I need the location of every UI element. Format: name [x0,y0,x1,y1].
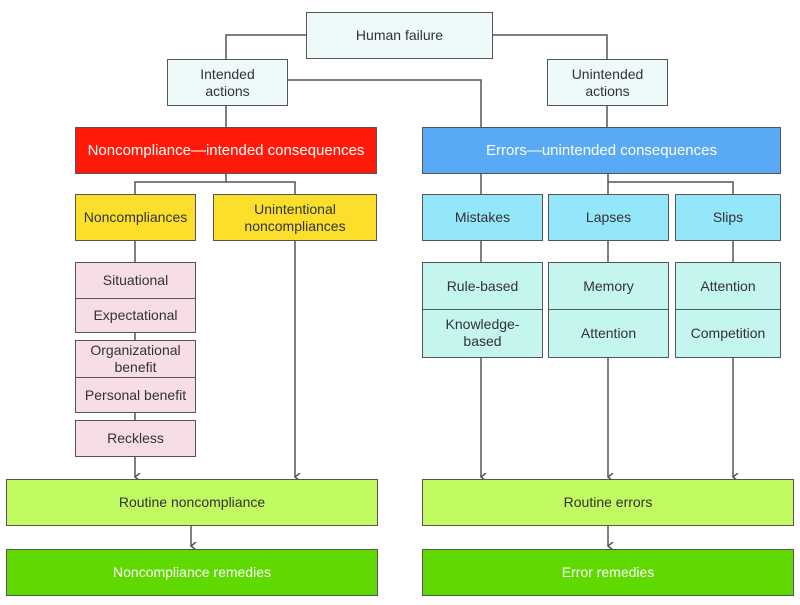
link-errors-lapses-slips [607,174,734,194]
subtype-competition: Competition [690,324,766,341]
divider [423,309,542,310]
mistakes-subtypes: Rule-based Knowledge-based [422,262,543,358]
noncompliance-remedies-node: Noncompliance remedies [6,549,378,596]
subtype-lapse-attention: Attention [580,324,637,341]
noncompliance-remedies-label: Noncompliance remedies [113,564,271,580]
unintentional-noncompliances-node: Unintentional noncompliances [213,194,377,241]
subtype-reckless: Reckless [75,420,196,457]
lapses-subtypes: Memory Attention [548,262,669,358]
divider [549,309,668,310]
routine-noncompliance-label: Routine noncompliance [118,494,266,510]
error-remedies-label: Error remedies [561,564,655,580]
errors-category-label: Errors—unintended consequences [486,142,717,159]
human-failure-label: Human failure [355,27,444,43]
routine-errors-label: Routine errors [563,494,653,510]
subtype-situational: Situational [102,272,169,288]
subtype-organizational-benefit: Organizational benefit [90,342,181,375]
subtype-personal-benefit: Personal benefit [84,386,187,403]
noncompliance-subtype-group-1: Situational Expectational [75,262,196,333]
mistakes-node: Mistakes [422,194,543,241]
divider [76,377,195,378]
subtype-rule-based: Rule-based [446,277,519,294]
lapses-node: Lapses [548,194,669,241]
routine-errors-node: Routine errors [422,479,794,526]
error-remedies-node: Error remedies [422,549,794,596]
mistakes-label: Mistakes [454,209,511,225]
unintended-actions-label: Unintended actions [571,65,644,99]
subtype-memory: Memory [583,277,634,294]
link-intended-errors [287,79,482,127]
noncompliance-subtype-group-2: Organizational benefit Personal benefit [75,340,196,413]
link-human-unintended [492,34,608,59]
noncompliances-node: Noncompliances [75,194,196,241]
link-noncompliance-children [134,174,296,194]
subtype-reckless-label: Reckless [107,430,164,446]
subtype-knowledge-based: Knowledge-based [445,316,520,349]
subtype-slip-attention: Attention [700,277,756,294]
lapses-label: Lapses [585,209,632,225]
divider [76,298,195,299]
link-human-intended [225,34,306,59]
intended-actions-label: Intended actions [200,65,255,99]
slips-subtypes: Attention Competition [675,262,781,358]
intended-actions-node: Intended actions [167,59,288,106]
subtype-expectational: Expectational [93,307,178,323]
human-failure-node: Human failure [306,12,493,59]
noncompliances-label: Noncompliances [83,209,188,225]
unintended-actions-node: Unintended actions [547,59,668,106]
errors-category-node: Errors—unintended consequences [422,127,781,174]
slips-node: Slips [675,194,781,241]
routine-noncompliance-node: Routine noncompliance [6,479,378,526]
noncompliance-category-node: Noncompliance—intended consequences [75,127,377,174]
unintentional-noncompliances-label: Unintentional noncompliances [244,200,346,234]
divider [676,309,780,310]
slips-label: Slips [712,209,744,225]
noncompliance-category-label: Noncompliance—intended consequences [87,142,365,159]
